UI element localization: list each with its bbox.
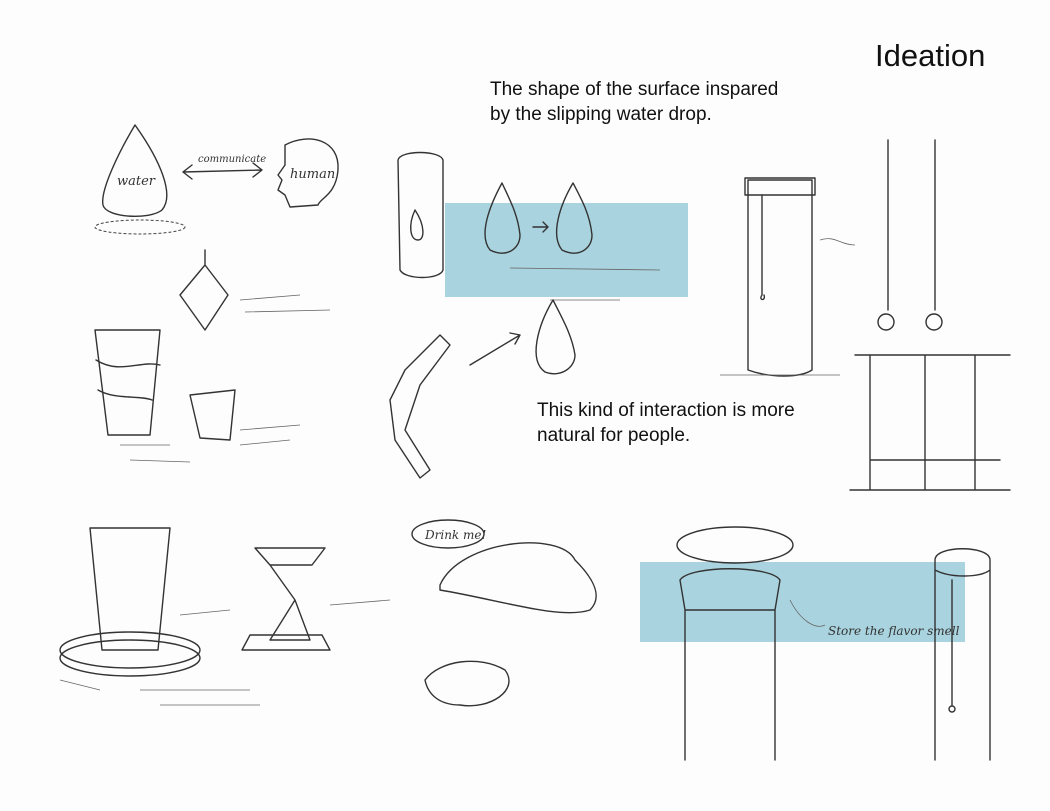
cup-on-base-sketch bbox=[89, 527, 171, 651]
label-water: water bbox=[117, 174, 156, 189]
label-drink-me: Drink me! bbox=[424, 528, 486, 542]
label-human: human bbox=[290, 167, 335, 182]
happy-drop-icon bbox=[484, 182, 521, 254]
pendant-sketch bbox=[179, 249, 229, 331]
bottles-row-sketch bbox=[849, 354, 1011, 491]
highlight-panel-bottom bbox=[640, 562, 965, 642]
label-communicate: communicate bbox=[198, 154, 266, 165]
highlight-panel-top bbox=[445, 203, 688, 297]
caption-line: The shape of the surface inspared bbox=[490, 79, 779, 100]
arm-bottle-sketch bbox=[389, 334, 451, 479]
hourglass-sketch bbox=[241, 547, 331, 651]
sleeve-sketch bbox=[189, 389, 236, 441]
dead-drop-icon bbox=[535, 299, 576, 375]
label-store-flavor: Store the flavor smell bbox=[828, 624, 960, 638]
lid-sketch bbox=[676, 526, 794, 564]
caption-interaction: This kind of interaction is more natural… bbox=[537, 398, 795, 448]
drip-lines-sketch bbox=[887, 139, 936, 311]
communicate-arrow: communicate bbox=[182, 154, 266, 180]
tall-bottle-sketch bbox=[744, 177, 816, 377]
human-head-sketch: human bbox=[277, 138, 339, 208]
page-title: Ideation bbox=[875, 38, 986, 73]
glass-bottle-sketch bbox=[397, 151, 444, 279]
soft-blob-sketch bbox=[439, 542, 597, 614]
sad-drop-icon bbox=[555, 182, 593, 254]
caption-line: This kind of interaction is more bbox=[537, 400, 795, 421]
caption-line: by the slipping water drop. bbox=[490, 104, 712, 125]
caption-surface: The shape of the surface inspared by the… bbox=[490, 77, 778, 127]
water-drop-sketch: water bbox=[94, 124, 186, 235]
speech-bubble bbox=[411, 519, 485, 549]
cup-sleeve-sketch bbox=[94, 329, 161, 436]
cylinder-bottle-sketch bbox=[934, 548, 991, 761]
jar-sketch bbox=[679, 568, 781, 761]
hands-sketch bbox=[424, 660, 510, 707]
caption-line: natural for people. bbox=[537, 425, 691, 446]
